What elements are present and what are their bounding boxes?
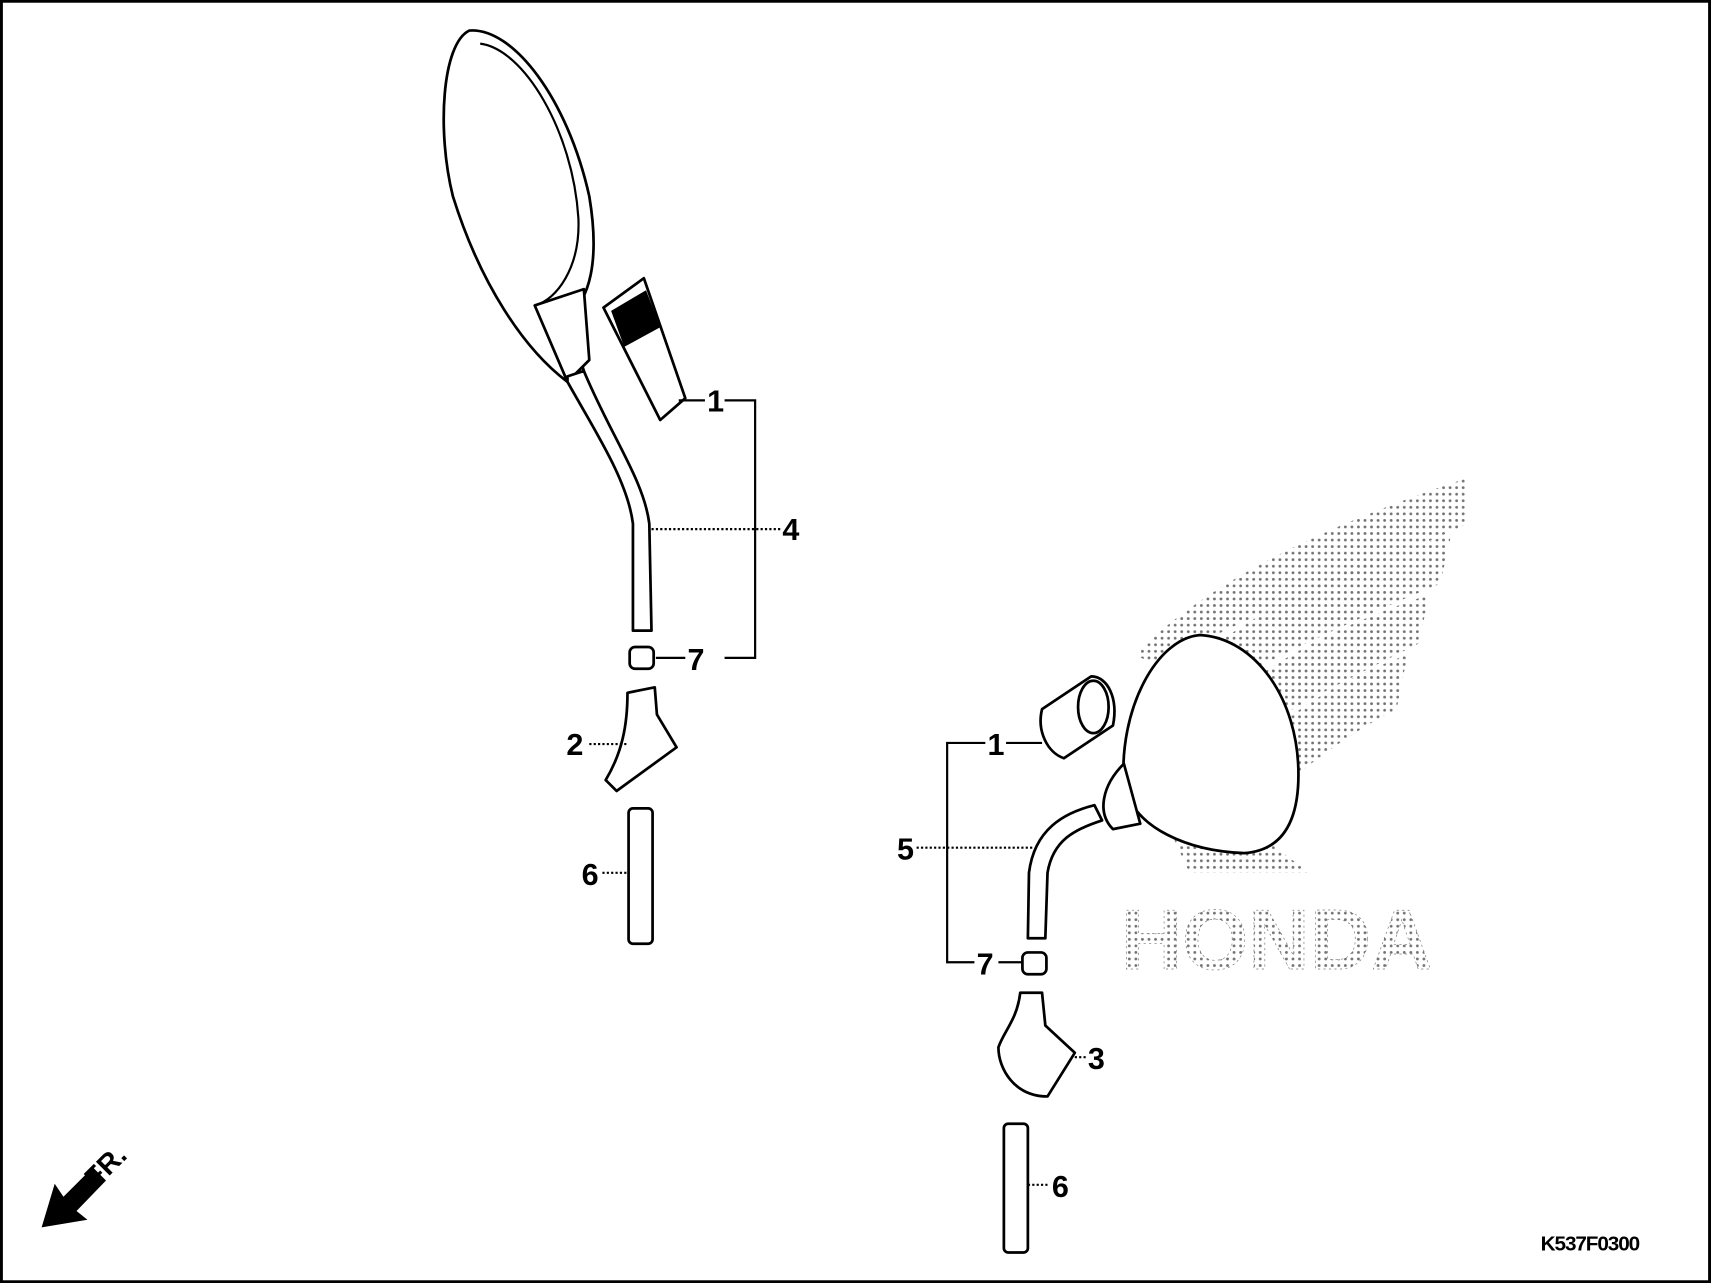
callout-7-right: 7 [977, 947, 994, 981]
callout-7-left: 7 [687, 643, 704, 677]
left-nut [628, 645, 656, 671]
left-bolt [627, 807, 654, 946]
right-mirror-assembly [916, 633, 1300, 1254]
callout-6-right: 6 [1052, 1170, 1069, 1204]
callout-3: 3 [1088, 1042, 1105, 1076]
honda-watermark-text: HONDA [1121, 893, 1433, 988]
left-mirror-assembly [442, 29, 781, 946]
left-adapter [604, 685, 678, 793]
callout-1-left: 1 [707, 384, 724, 418]
callout-6-left: 6 [582, 858, 599, 892]
diagram-code: K537F0300 [1541, 1232, 1640, 1255]
right-mirror-stem [1026, 803, 1104, 940]
right-adapter [997, 991, 1077, 1098]
left-mirror-stem [566, 369, 653, 632]
right-mirror-head [1121, 633, 1300, 855]
callout-4: 4 [782, 513, 799, 547]
callout-2: 2 [566, 728, 583, 762]
right-nut [1021, 951, 1048, 976]
right-bolt [1002, 1122, 1030, 1254]
callout-1-right: 1 [988, 728, 1005, 762]
arrow-icon [41, 1167, 106, 1228]
callout-5: 5 [897, 833, 914, 867]
